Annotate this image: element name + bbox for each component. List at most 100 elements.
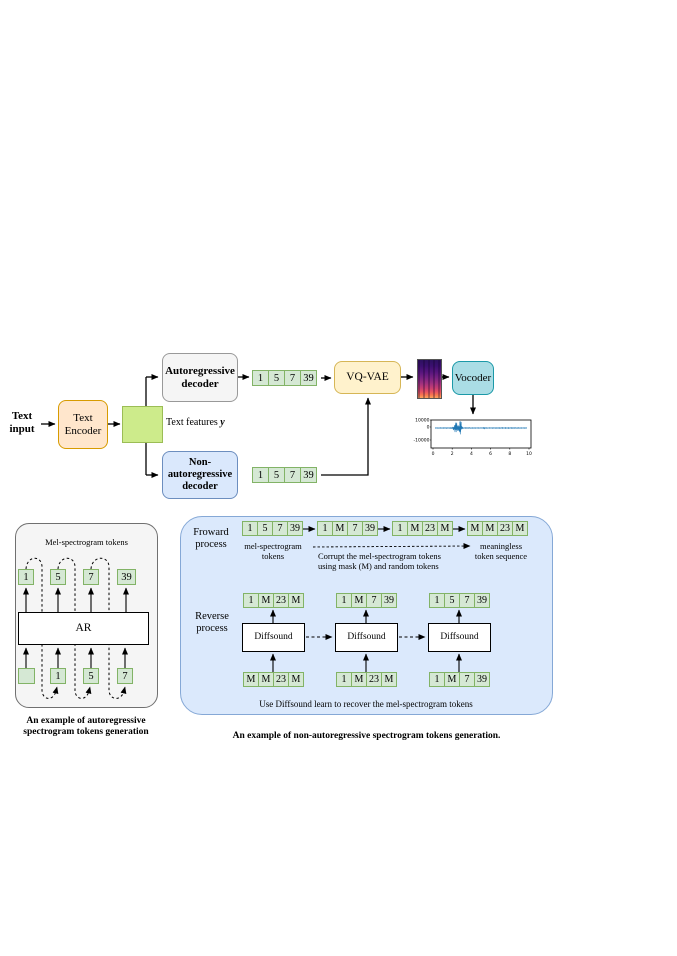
corrupt-label: Corrupt the mel-spectrogram tokens using… — [318, 551, 441, 572]
token-cell: 5 — [268, 370, 285, 386]
waveform-y-tick: 10000 — [415, 418, 429, 424]
token-cell: M — [288, 672, 304, 687]
token-cell: M — [437, 521, 453, 536]
text-input-label: Text input — [9, 410, 35, 435]
token-cell: 7 — [284, 370, 301, 386]
ar-bottom-token: 1 — [50, 668, 66, 684]
token-cell: 39 — [287, 521, 303, 536]
token-cell: 5 — [257, 521, 273, 536]
reverse-process-label: Reverse process — [195, 611, 229, 635]
waveform-x-tick: 10 — [526, 451, 532, 457]
diffsound-panel-caption: Use Diffsound learn to recover the mel-s… — [259, 699, 473, 709]
waveform-x-tick: 8 — [508, 451, 511, 457]
token-cell: 23 — [422, 521, 438, 536]
waveform-x-tick: 4 — [470, 451, 473, 457]
diffsound-box-2: Diffsound — [335, 623, 398, 652]
token-cell: M — [258, 593, 274, 608]
ar-bottom-token: 5 — [83, 668, 99, 684]
feedback-loop-3 — [90, 557, 127, 699]
token-cell: 1 — [429, 593, 445, 608]
text-features-block — [122, 406, 163, 443]
token-cell: M — [444, 672, 460, 687]
non-autoregressive-decoder-box: Non- autoregressive decoder — [162, 451, 238, 499]
mel-spectrogram-image — [417, 359, 442, 399]
token-cell: M — [351, 672, 367, 687]
diffsound-box-3: Diffsound — [428, 623, 491, 652]
token-cell: 1 — [336, 672, 352, 687]
waveform-x-tick: 0 — [432, 451, 435, 457]
waveform-y-tick: 0 — [427, 425, 430, 431]
meaningless-label: meaningless token sequence — [474, 541, 528, 562]
ar-model-box: AR — [18, 612, 149, 645]
token-cell: M — [482, 521, 498, 536]
token-cell: M — [351, 593, 367, 608]
text-features-label: Text features y — [166, 417, 225, 428]
waveform-x-tick: 2 — [451, 451, 454, 457]
autoregressive-decoder-box: Autoregressive decoder — [162, 353, 238, 402]
token-cell: 39 — [300, 467, 317, 483]
token-cell: 7 — [366, 593, 382, 608]
token-cell: 39 — [362, 521, 378, 536]
token-cell: 7 — [459, 672, 475, 687]
token-cell: 7 — [272, 521, 288, 536]
nar-example-caption: An example of non-autoregressive spectro… — [232, 731, 501, 741]
waveform-frame — [430, 419, 532, 449]
token-cell: 1 — [252, 370, 269, 386]
feedback-loop-1 — [25, 557, 59, 699]
token-cell: 1 — [336, 593, 352, 608]
text-encoder-box: Text Encoder — [58, 400, 108, 449]
token-cell: M — [288, 593, 304, 608]
ar-top-token: 5 — [50, 569, 66, 585]
ar-bottom-token: 7 — [117, 668, 133, 684]
waveform-x-tick: 6 — [489, 451, 492, 457]
token-cell: 1 — [242, 521, 258, 536]
ar-top-token: 7 — [83, 569, 99, 585]
token-cell: 23 — [273, 672, 289, 687]
ar-top-token: 39 — [117, 569, 136, 585]
waveform-trace — [434, 421, 528, 435]
token-cell: 1 — [243, 593, 259, 608]
token-cell: 39 — [474, 593, 490, 608]
mel-spectrogram-tokens-label: mel-spectrogram tokens — [244, 541, 302, 562]
token-cell: 23 — [366, 672, 382, 687]
token-cell: M — [243, 672, 259, 687]
diffsound-box-1: Diffsound — [242, 623, 305, 652]
token-cell: M — [512, 521, 528, 536]
vqvae-box: VQ-VAE — [334, 361, 401, 394]
token-cell: 39 — [300, 370, 317, 386]
token-cell: 39 — [474, 672, 490, 687]
token-cell: 1 — [392, 521, 408, 536]
token-cell: 23 — [497, 521, 513, 536]
token-cell: 1 — [252, 467, 269, 483]
token-cell: M — [332, 521, 348, 536]
token-cell: 7 — [347, 521, 363, 536]
feedback-loop-2 — [57, 557, 92, 699]
features-variable: y — [220, 417, 225, 428]
token-cell: 39 — [381, 593, 397, 608]
ar-example-caption: An example of autoregressive spectrogram… — [23, 716, 149, 738]
arrow-corrupt-dashed — [312, 543, 471, 550]
token-cell: 5 — [268, 467, 285, 483]
line-nar-tokens-to-vqvae — [321, 397, 371, 476]
token-cell: M — [258, 672, 274, 687]
ar-bottom-token-start — [18, 668, 35, 684]
token-cell: 7 — [459, 593, 475, 608]
ar-top-token: 1 — [18, 569, 34, 585]
waveform-y-tick: -10000 — [414, 438, 430, 444]
token-cell: 1 — [317, 521, 333, 536]
token-cell: 1 — [429, 672, 445, 687]
ar-panel-title: Mel-spectrogram tokens — [45, 537, 128, 547]
